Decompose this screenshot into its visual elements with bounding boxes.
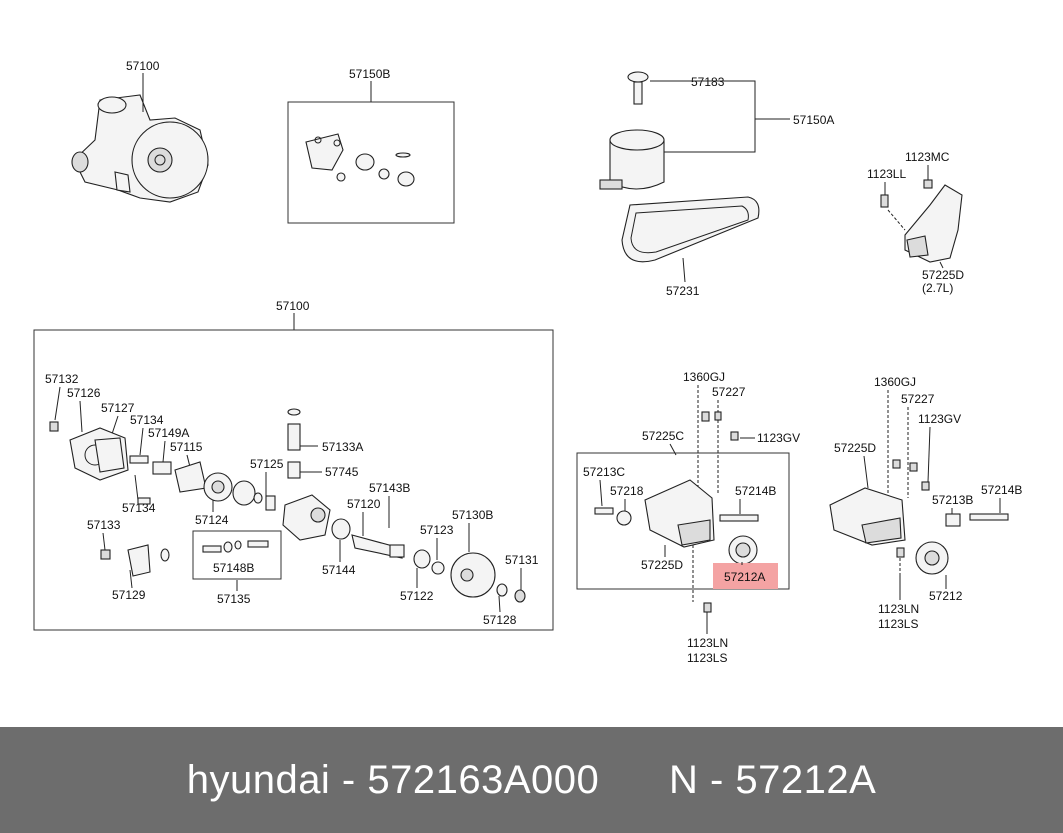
- label-r-57214b: 57214B: [981, 483, 1022, 497]
- label-bolt-mc: 1123MC: [905, 150, 950, 164]
- label-m-1123ls: 1123LS: [687, 651, 727, 665]
- label-57133a: 57133A: [322, 440, 363, 454]
- label-m-1123gv: 1123GV: [757, 431, 800, 445]
- bracket-top-right: [887, 184, 963, 263]
- label-bolt-ll: 1123LL: [867, 167, 906, 181]
- label-m-57214b: 57214B: [735, 484, 776, 498]
- label-57115: 57115: [170, 440, 203, 454]
- label-r-1123ln: 1123LN: [878, 602, 919, 616]
- label-57143b: 57143B: [369, 481, 410, 495]
- label-57130b: 57130B: [452, 508, 493, 522]
- label-belt: 57231: [666, 284, 700, 298]
- label-reservoir: 57150A: [793, 113, 834, 127]
- label-57126: 57126: [67, 386, 101, 400]
- gasket-kit-parts: [305, 133, 415, 187]
- label-r-1360gj: 1360GJ: [874, 375, 916, 389]
- label-57124: 57124: [195, 513, 229, 527]
- label-m-1360gj: 1360GJ: [683, 370, 725, 384]
- label-57125: 57125: [250, 457, 284, 471]
- power-steering-pump-top: [71, 94, 209, 203]
- right-bracket-parts: [829, 487, 1009, 575]
- label-cap: 57183: [691, 75, 725, 89]
- sub-box-parts: [202, 540, 269, 553]
- exploded-parts: [49, 386, 526, 613]
- middle-bracket-box: [576, 452, 790, 590]
- label-bracket-d-top-note: (2.7L): [922, 281, 953, 295]
- drive-belt: [621, 196, 760, 263]
- label-57745: 57745: [325, 465, 359, 479]
- reservoir-cap: [627, 71, 649, 105]
- label-exploded-assy: 57100: [276, 299, 310, 313]
- label-57133: 57133: [87, 518, 121, 532]
- label-r-1123gv: 1123GV: [918, 412, 961, 426]
- label-m-57225c: 57225C: [642, 429, 684, 443]
- label-r-1123ls: 1123LS: [878, 617, 918, 631]
- label-gasket-kit: 57150B: [349, 67, 390, 81]
- label-r-57213b: 57213B: [932, 493, 973, 507]
- label-57123: 57123: [420, 523, 454, 537]
- sub-box-57148b: [192, 530, 282, 580]
- middle-bracket-parts: [594, 479, 759, 565]
- label-57120: 57120: [347, 497, 381, 511]
- label-57131: 57131: [505, 553, 539, 567]
- label-57148b: 57148B: [213, 561, 254, 575]
- parts-diagram: 57100 57150B 57183 57150A 57231 1123MC 1…: [33, 59, 1022, 665]
- label-57128: 57128: [483, 613, 517, 627]
- label-r-57227: 57227: [901, 392, 935, 406]
- label-pump-top: 57100: [126, 59, 160, 73]
- footer-caption: hyundai - 572163A000 N - 57212A: [0, 727, 1063, 833]
- label-m-57225d: 57225D: [641, 558, 683, 572]
- reservoir: [599, 129, 665, 190]
- label-57127: 57127: [101, 401, 135, 415]
- label-m-1123ln: 1123LN: [687, 636, 728, 650]
- highlight-57212a: [713, 563, 778, 589]
- label-m-57227: 57227: [712, 385, 746, 399]
- label-57135: 57135: [217, 592, 251, 606]
- label-57134-a: 57134: [130, 413, 164, 427]
- label-bracket-d-top: 57225D: [922, 268, 964, 282]
- label-57122: 57122: [400, 589, 434, 603]
- label-57149a: 57149A: [148, 426, 189, 440]
- label-r-57225d: 57225D: [834, 441, 876, 455]
- footer-text: hyundai - 572163A000 N - 57212A: [186, 757, 877, 802]
- exploded-assy-box: [33, 329, 554, 631]
- label-r-57212: 57212: [929, 589, 963, 603]
- label-m-57218: 57218: [610, 484, 644, 498]
- label-m-57212a: 57212A: [724, 570, 765, 584]
- label-m-57213c: 57213C: [583, 465, 625, 479]
- label-57144: 57144: [322, 563, 356, 577]
- label-57132: 57132: [45, 372, 79, 386]
- label-57129: 57129: [112, 588, 146, 602]
